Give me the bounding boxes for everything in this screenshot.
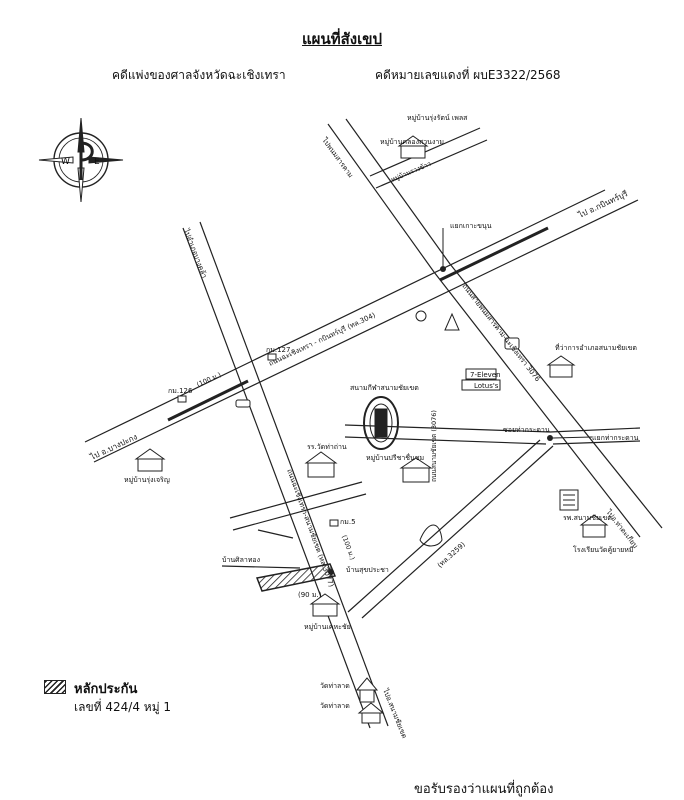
- road-top-small: [369, 127, 488, 189]
- label-district-office: ที่ว่าการอำเภอสนามชัยเขต: [555, 343, 637, 352]
- road-left-vertical: [182, 221, 389, 729]
- label-house-ban-sinthong: บ้านศิลาทอง: [222, 556, 260, 564]
- road-phanom-sarakham: [327, 118, 663, 538]
- road-diagonal-3259: [347, 439, 554, 619]
- label-village-top: หมู่บ้านรวงข้าว: [390, 160, 433, 184]
- school-right-icon: [579, 514, 609, 538]
- temple-bottom-icon: [355, 677, 385, 724]
- label-road-center: ถนนสนามชัยเขต (3076): [430, 410, 438, 482]
- label-village-center: หมู่บ้านปรีชาชื่นชม: [366, 453, 424, 462]
- label-seveneleven: 7-Eleven: [470, 371, 501, 379]
- stadium-icon: [363, 396, 399, 450]
- label-road-phanom: ถนนสายพนมสารคาม-ฉะเชิงเทรา 3076: [460, 282, 542, 383]
- junction-right-pointer: [552, 436, 593, 439]
- label-temple-bottom2: วัดท่าลาด: [320, 702, 350, 710]
- village-top-icon: [397, 135, 429, 159]
- case-number: คดีหมายเลขแดงที่ ผบE3322/2568: [375, 68, 561, 82]
- school-left-icon: [304, 451, 338, 478]
- temple-icon: [415, 310, 460, 331]
- compass-west-label: W: [61, 157, 70, 167]
- certification-text: ขอรับรองว่าแผนที่ถูกต้อง: [414, 782, 554, 797]
- label-village-khlong: หมู่บ้านคลองสวนงาม: [380, 138, 444, 146]
- label-school-left: รร.วัดท่าถ่าน: [307, 443, 347, 451]
- village-bottom-icon: [309, 593, 341, 617]
- legend-title: หลักประกัน: [74, 682, 138, 697]
- map-title: แผนที่สังเขป: [302, 30, 382, 48]
- compass-east-label: E: [94, 157, 100, 167]
- label-km126: กม.126: [168, 387, 193, 395]
- car-icon: [235, 399, 251, 408]
- hospital-icon: [559, 489, 579, 511]
- seveneleven-box: [461, 368, 501, 391]
- label-temple-bottom1: วัดท่าลาด: [320, 682, 350, 690]
- label-village-arunee: หมู่บ้านรุ่งรัตน์ เพลส: [407, 114, 468, 122]
- village-center-icon: [399, 457, 433, 483]
- label-road-diag: (ทล.3259): [436, 540, 467, 569]
- compass-rose-icon: [38, 117, 124, 203]
- label-hospital: รพ.สนามชัยเขต: [563, 514, 612, 522]
- label-to-bottom: ไปอ.สนามชัยเขต: [381, 686, 410, 739]
- label-km5: กม.5: [340, 518, 356, 526]
- label-km127: กม.127: [266, 346, 290, 354]
- village-left-icon: [134, 448, 166, 472]
- road-left-branches: [221, 481, 367, 569]
- label-dist-top: (100 ม.): [195, 371, 222, 389]
- label-road-main: ถนนฉะเชิงเทรา - กบินทร์บุรี (ทล.304): [267, 311, 376, 368]
- label-village-bottom: หมู่บ้านเคหะชัย: [304, 623, 351, 631]
- collateral-hatch-swatch: [44, 680, 66, 694]
- label-village-left: หมู่บ้านรุ่งเจริญ: [124, 476, 170, 484]
- legend-subtitle: เลขที่ 424/4 หมู่ 1: [74, 700, 172, 714]
- label-junction-top: แยกเกาะขนุน: [450, 222, 492, 230]
- label-lotus: Lotus's: [474, 382, 499, 390]
- district-office-icon: [546, 355, 576, 378]
- label-school-right: โรงเรียนวัดคู้ยายหมี: [573, 545, 634, 554]
- label-to-phanom: ไปพนมสารคาม: [320, 135, 356, 179]
- main-highway: [84, 189, 639, 463]
- label-dist-bottom: (90 ม.): [298, 591, 322, 599]
- gas-station-icon: [504, 337, 520, 350]
- label-junction-right: แยกท่ากระดาน: [592, 434, 639, 442]
- label-stadium: สนามกีฬาสนามชัยเขต: [350, 384, 419, 392]
- km-post-icons: [177, 353, 339, 527]
- court-name: คดีแพ่งของศาลจังหวัดฉะเชิงเทรา: [112, 68, 286, 82]
- label-to-kabinburi: ไป อ.กบินทร์บุรี: [576, 188, 630, 220]
- label-dist-mid: (100 ม.): [340, 534, 356, 561]
- label-soi-right: ซอยท่ากระดาน: [503, 426, 550, 434]
- park-icon: [419, 524, 443, 547]
- collateral-parcel: [255, 563, 337, 592]
- label-house-2: บ้านสุขประชา: [346, 566, 389, 574]
